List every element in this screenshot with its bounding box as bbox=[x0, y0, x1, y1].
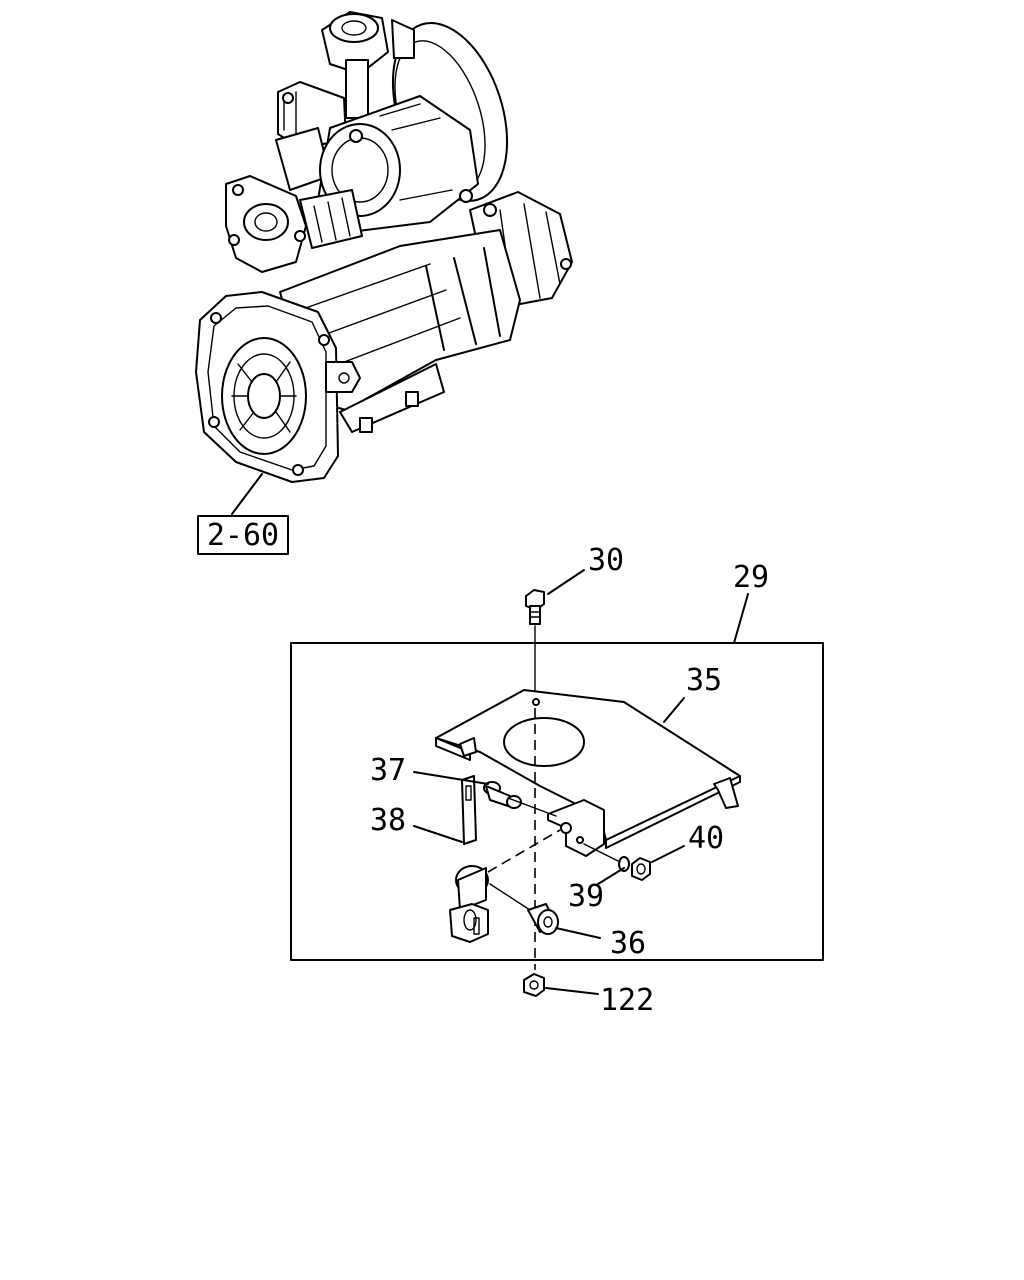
bolt-30-illustration bbox=[525, 589, 545, 625]
callout-37[interactable]: 37 bbox=[370, 753, 406, 788]
pin-axis-line bbox=[523, 803, 557, 817]
callout-30[interactable]: 30 bbox=[588, 543, 624, 578]
leader-37 bbox=[413, 771, 489, 785]
nut-axis-line bbox=[583, 843, 621, 863]
leader-36 bbox=[555, 927, 601, 939]
reference-leader-line bbox=[231, 473, 263, 515]
leader-40 bbox=[651, 845, 685, 863]
callout-38[interactable]: 38 bbox=[370, 803, 406, 838]
nut-122-illustration bbox=[523, 973, 545, 997]
leader-38 bbox=[413, 825, 463, 843]
callout-35[interactable]: 35 bbox=[686, 663, 722, 698]
bracket-plate-35 bbox=[435, 689, 741, 857]
reference-label[interactable]: 2-60 bbox=[207, 518, 279, 553]
leader-30 bbox=[547, 569, 585, 595]
leader-122 bbox=[545, 987, 599, 995]
lever-axis-dashed bbox=[487, 829, 561, 873]
callout-29[interactable]: 29 bbox=[733, 560, 769, 595]
assembly-box-29 bbox=[290, 642, 824, 961]
washer-39-illustration bbox=[618, 856, 630, 872]
transmission-assembly-illustration bbox=[195, 11, 573, 483]
bushing-36-illustration bbox=[527, 903, 559, 935]
nut-40-illustration bbox=[631, 857, 651, 881]
callout-36[interactable]: 36 bbox=[610, 926, 646, 961]
leader-35 bbox=[663, 697, 685, 723]
bushing-axis-line bbox=[489, 883, 531, 911]
leader-29 bbox=[733, 593, 749, 644]
pin-37-illustration bbox=[483, 781, 525, 809]
leader-39 bbox=[597, 867, 625, 885]
reference-box[interactable] bbox=[197, 515, 289, 555]
callout-40[interactable]: 40 bbox=[688, 821, 724, 856]
lever-38-illustration bbox=[449, 775, 489, 943]
callout-122[interactable]: 122 bbox=[600, 983, 654, 1018]
callout-39[interactable]: 39 bbox=[568, 879, 604, 914]
